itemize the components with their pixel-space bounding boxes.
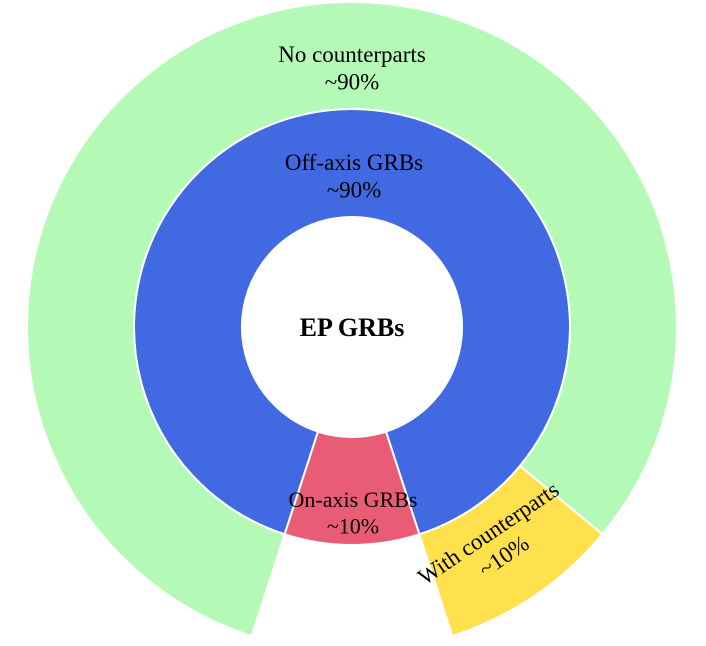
label-on-axis-grbs: On-axis GRBs~10% — [289, 487, 418, 538]
outer-ring — [26, 1, 678, 638]
outer-slice-with-counterparts — [418, 464, 604, 638]
label-off-axis-grbs: Off-axis GRBs~90% — [285, 150, 423, 203]
center-label: EP GRBs — [300, 313, 405, 342]
label-no-counterparts: No counterparts~90% — [278, 42, 426, 95]
outer-slice-no-counterparts — [26, 1, 678, 638]
inner-ring — [133, 108, 571, 546]
